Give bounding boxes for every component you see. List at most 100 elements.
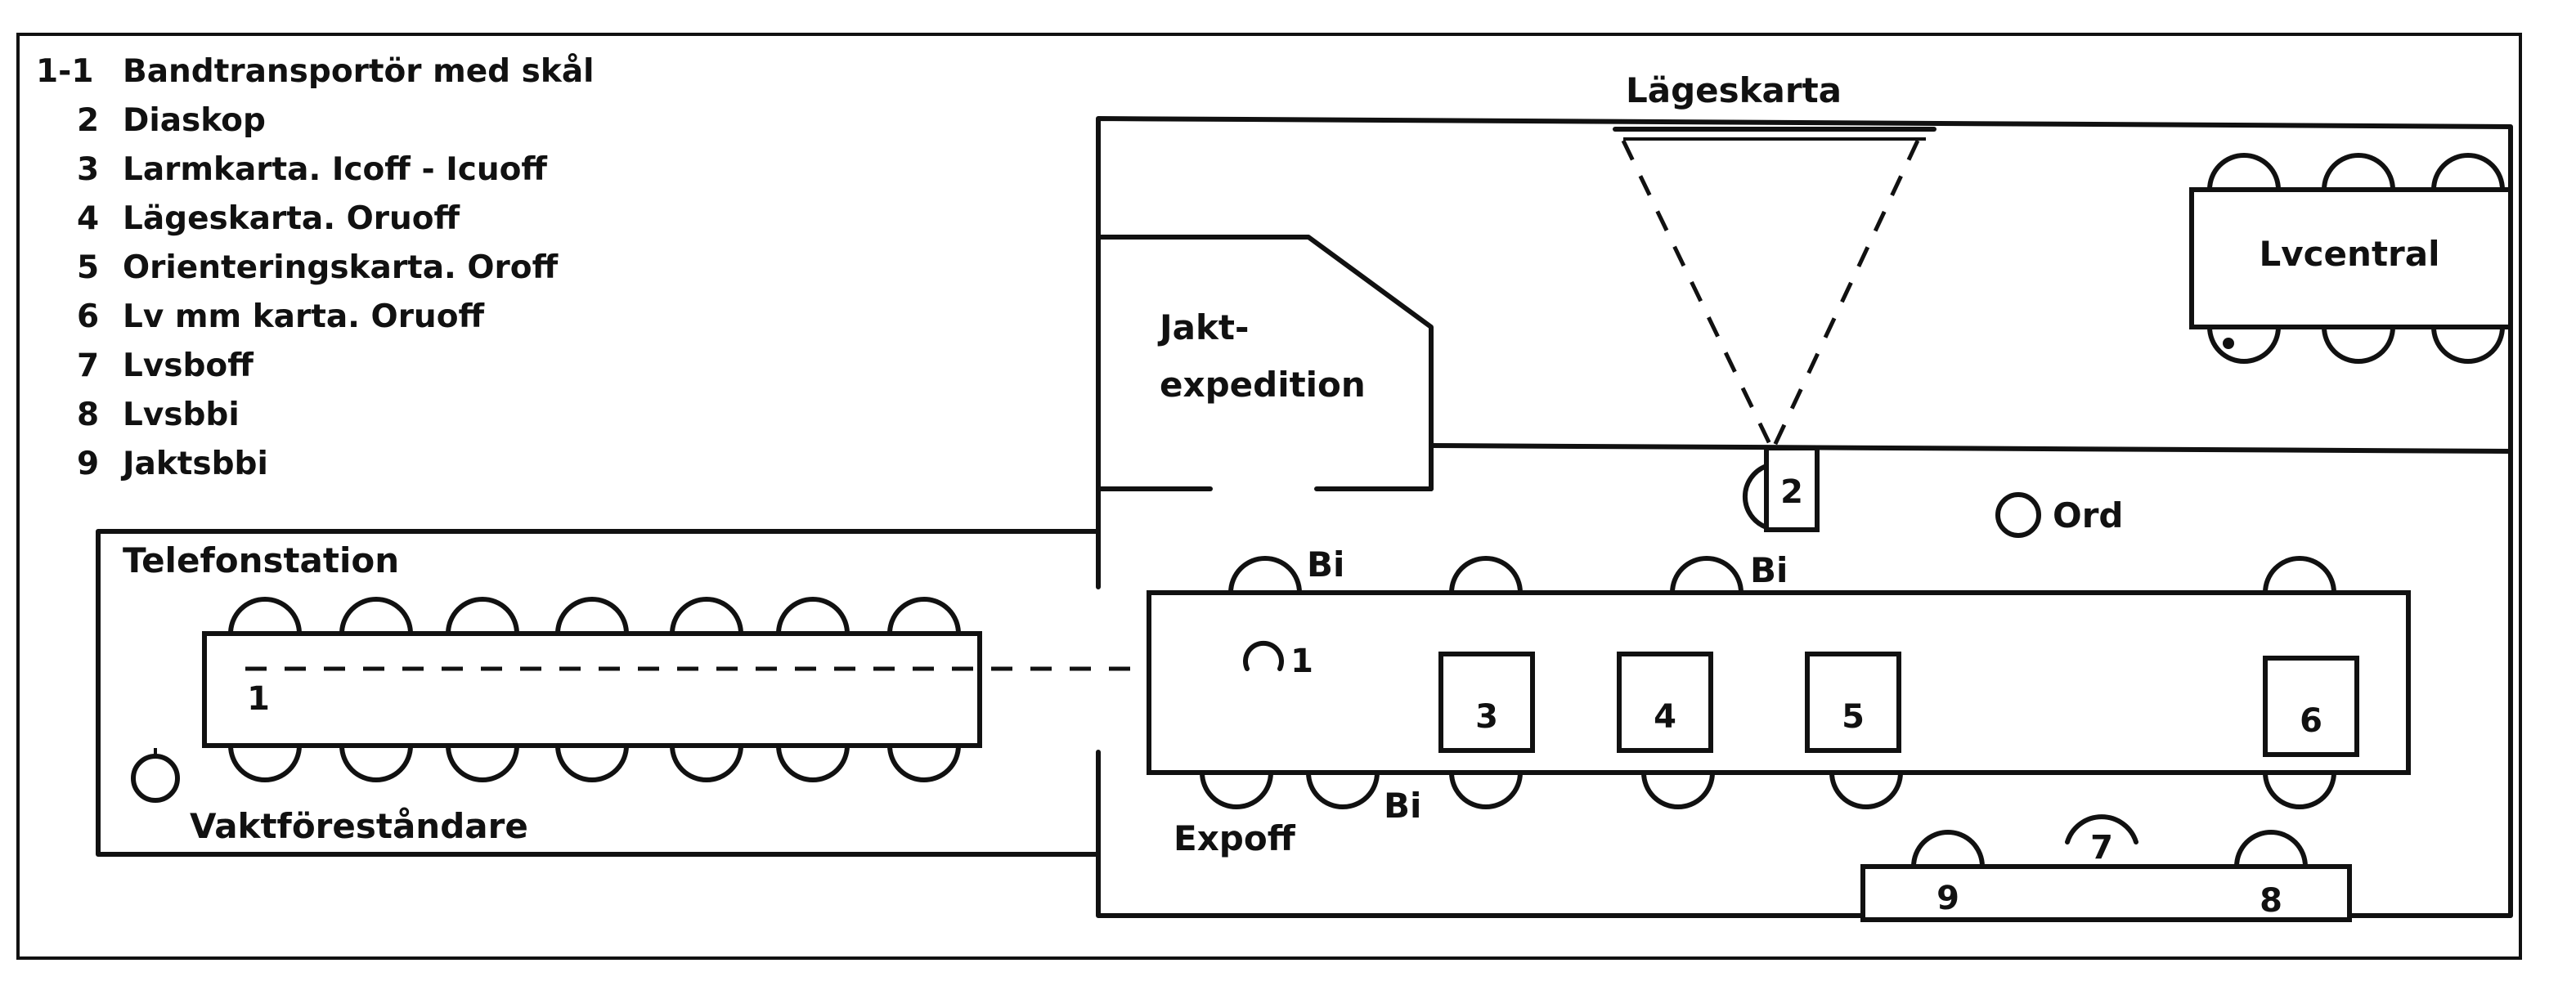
telefon-seat xyxy=(339,743,414,782)
diaskop: 2 xyxy=(1743,446,1820,532)
diaskop-box xyxy=(1764,446,1820,532)
main-seat xyxy=(1640,770,1716,809)
telefon-seat xyxy=(227,597,303,636)
main-room-wall-left-upper xyxy=(1096,116,2513,918)
legend-key-9: 9 xyxy=(77,446,99,482)
sb-seat xyxy=(1910,830,1986,869)
map-box-3 xyxy=(1438,652,1535,753)
main-seat xyxy=(1829,770,1904,809)
legend-key-8: 8 xyxy=(77,396,99,433)
main-seat xyxy=(2262,770,2337,809)
map-box-5-number: 5 xyxy=(1842,698,1865,736)
lvcentral-seat xyxy=(2206,325,2282,364)
lvsboff-seat xyxy=(2065,814,2138,844)
legend-key-3: 3 xyxy=(77,151,99,188)
bi-label-3: Bi xyxy=(1384,786,1421,826)
vaktforestandare-label: Vaktföreståndare xyxy=(190,806,528,846)
jakt-expedition-label-2: expedition xyxy=(1160,365,1366,405)
telefon-seat xyxy=(775,597,850,636)
sb-seat xyxy=(2233,830,2309,869)
telefon-seat xyxy=(886,743,962,782)
telefon-seat xyxy=(669,597,744,636)
bi-label-1: Bi xyxy=(1307,544,1344,585)
lvcentral-seat xyxy=(2321,325,2396,364)
lvcentral-seat xyxy=(2430,325,2506,364)
diaskop-seat xyxy=(1743,462,1769,531)
legend-text-9: Jaktsbbi xyxy=(120,446,268,482)
lvcentral-seat xyxy=(2430,153,2506,192)
legend-key-6: 6 xyxy=(77,298,99,335)
lvcentral-dot xyxy=(2223,338,2234,349)
telefon-seat xyxy=(339,597,414,636)
legend-text-3: Larmkarta. Icoff - Icuoff xyxy=(123,151,547,188)
legend-key-2: 2 xyxy=(77,102,99,139)
legend-text-2: Diaskop xyxy=(123,102,266,139)
sb-table-group: 7 9 8 xyxy=(1860,814,2352,922)
diaskop-number: 2 xyxy=(1780,473,1803,511)
telefon-table xyxy=(202,631,982,748)
telefon-seat xyxy=(445,743,520,782)
lvcentral-table xyxy=(2189,187,2513,329)
map-box-4-number: 4 xyxy=(1654,698,1676,736)
legend-key-7: 7 xyxy=(77,347,99,384)
lvcentral-seat xyxy=(2321,153,2396,192)
ord-marker: Ord xyxy=(1995,492,2123,538)
main-seat xyxy=(2262,556,2337,595)
main-seat xyxy=(1448,770,1524,809)
telefonstation: Telefonstation 1 Vaktföreståndare xyxy=(123,540,982,846)
main-seat xyxy=(1669,556,1744,595)
lvcentral-seat xyxy=(2206,153,2282,192)
ord-circle xyxy=(1995,492,2041,538)
expoff-label: Expoff xyxy=(1174,818,1296,858)
map-box-6 xyxy=(2263,656,2359,757)
conveyor-end-number: 1 xyxy=(1290,643,1313,680)
telefon-seat xyxy=(227,743,303,782)
conveyor-bowl xyxy=(1243,640,1284,671)
main-table xyxy=(1147,590,2411,775)
lageskarta-label: Lägeskarta xyxy=(1626,70,1842,110)
jakt-expedition-wall xyxy=(1096,235,1434,491)
lvcentral: Lvcentral xyxy=(2189,153,2513,364)
legend-key-4: 4 xyxy=(77,200,99,237)
telefon-seat xyxy=(554,597,630,636)
lvsboff-number: 7 xyxy=(2090,829,2113,867)
sb-table xyxy=(1860,864,2352,922)
lageskarta-screen: Lägeskarta xyxy=(1613,70,1936,447)
legend-key-5: 5 xyxy=(77,249,99,286)
projection-line-left xyxy=(1621,139,1773,447)
legend-text-1: Bandtransportör med skål xyxy=(123,53,595,90)
main-seat xyxy=(1227,556,1303,595)
walls xyxy=(96,116,2513,918)
legend: 1-1 Bandtransportör med skål 2 Diaskop 3… xyxy=(36,53,595,482)
main-seat xyxy=(1199,770,1274,809)
vaktforestandare-seat xyxy=(131,754,180,803)
telefon-seat xyxy=(886,597,962,636)
map-box-3-number: 3 xyxy=(1475,698,1498,736)
jaktsbbi-number: 9 xyxy=(1936,880,1959,917)
legend-key-1: 1-1 xyxy=(36,53,93,90)
map-box-4 xyxy=(1617,652,1713,753)
telefon-seat xyxy=(554,743,630,782)
ord-label: Ord xyxy=(2053,495,2123,535)
legend-text-5: Orienteringskarta. Oroff xyxy=(123,249,559,286)
telefon-seat xyxy=(775,743,850,782)
map-box-6-number: 6 xyxy=(2300,702,2322,740)
telefonstation-label: Telefonstation xyxy=(123,540,399,580)
upper-room-divider xyxy=(1429,443,2513,454)
legend-text-4: Lägeskarta. Oruoff xyxy=(123,200,460,237)
main-table-group: 1 3 4 5 6 Bi Bi Bi Expoff xyxy=(1147,544,2411,858)
bi-label-2: Bi xyxy=(1750,550,1788,590)
lvsbbi-number: 8 xyxy=(2260,882,2282,920)
lvcentral-label: Lvcentral xyxy=(2260,234,2440,274)
jakt-expedition-label-1: Jakt- xyxy=(1157,307,1249,347)
main-seat xyxy=(1448,556,1524,595)
telefonstation-wall xyxy=(96,529,1101,857)
map-box-5 xyxy=(1805,652,1901,753)
legend-text-6: Lv mm karta. Oruoff xyxy=(123,298,484,335)
legend-text-7: Lvsboff xyxy=(123,347,254,384)
projection-line-right xyxy=(1772,139,1920,447)
legend-text-8: Lvsbbi xyxy=(123,396,240,433)
telefon-seat xyxy=(445,597,520,636)
